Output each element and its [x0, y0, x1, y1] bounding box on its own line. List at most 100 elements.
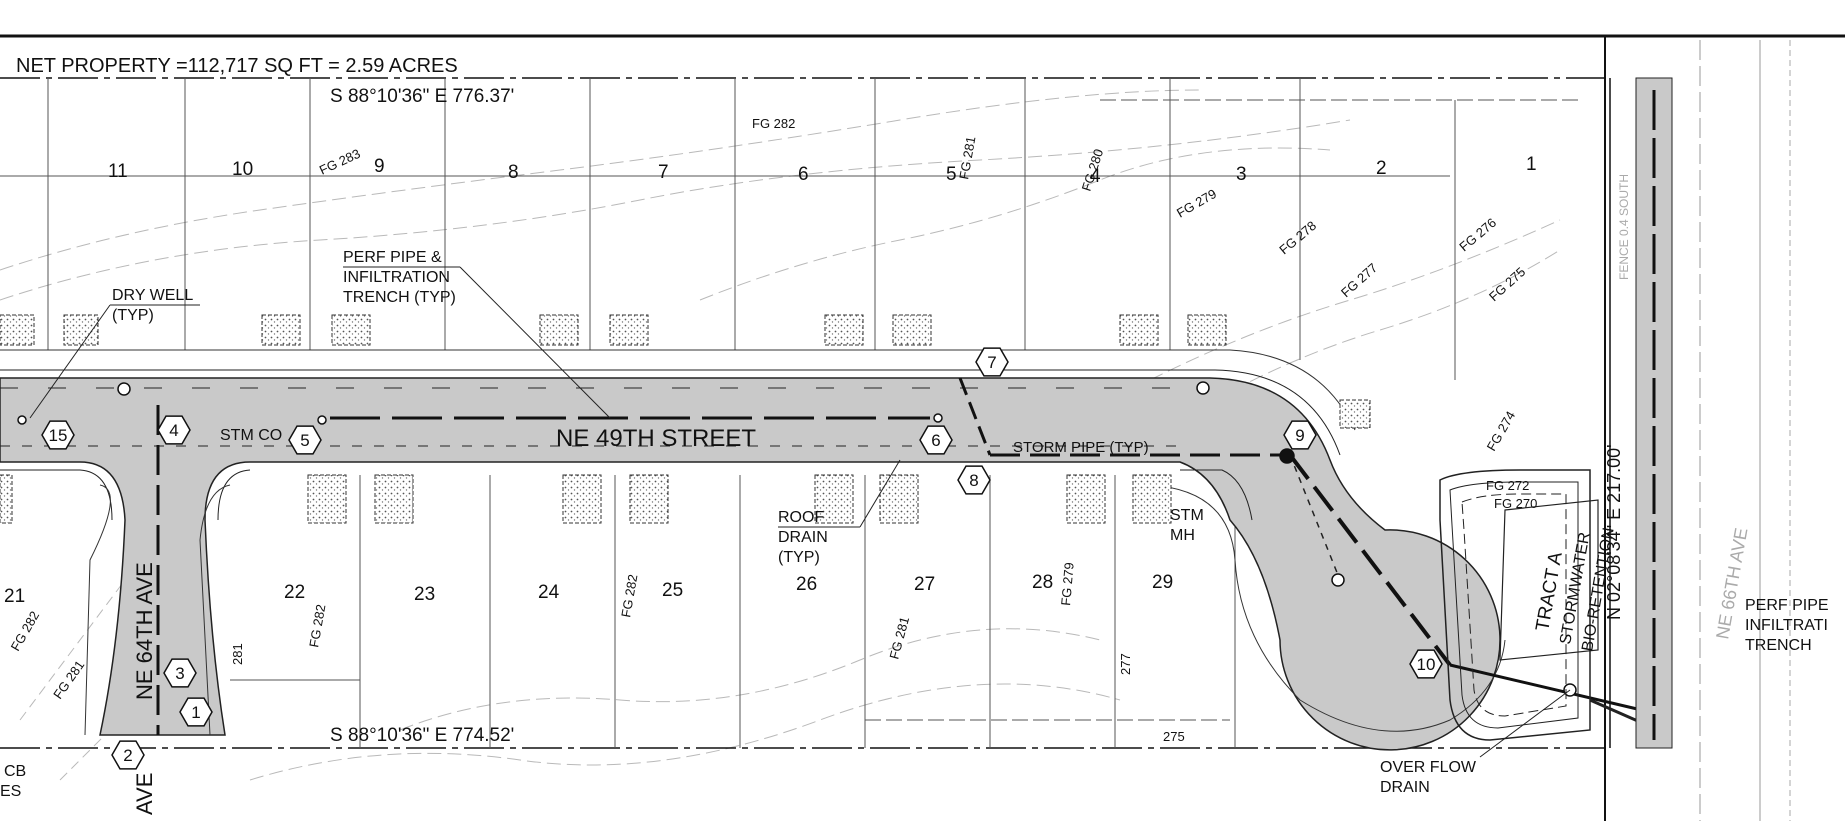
dry-well-label-typ: (TYP): [112, 307, 154, 324]
south-lot-lines: [230, 475, 1236, 748]
perf-pipe-east-label-3: TRENCH: [1745, 637, 1812, 654]
hex-marker-9: 9: [1283, 420, 1317, 450]
lot-number: 2: [1376, 158, 1387, 179]
svg-text:FG 282: FG 282: [752, 116, 795, 131]
lot-number: 24: [538, 582, 560, 603]
svg-text:FG 274: FG 274: [1484, 408, 1519, 453]
lot-number: 25: [662, 580, 683, 601]
lot-number: 1: [1526, 154, 1537, 175]
cleanout-icon: [317, 415, 327, 425]
roof-drain-label-2: DRAIN: [778, 529, 828, 546]
lot-number: 4: [1090, 166, 1101, 187]
perf-pipe-label: PERF PIPE &: [343, 249, 442, 266]
east-trench: [1635, 40, 1791, 821]
street-name-ne49th: NE 49TH STREET: [556, 425, 756, 452]
hex-marker-label: 1: [191, 703, 200, 722]
svg-text:FG 277: FG 277: [1338, 260, 1380, 300]
utility-lines: [0, 377, 1651, 735]
south-bearing-label: S 88°10'36" E 774.52': [330, 725, 514, 746]
perf-pipe-east-label-2: INFILTRATI: [1745, 617, 1828, 634]
hex-marker-2: 2: [111, 740, 145, 770]
manhole-icon: [1331, 573, 1345, 587]
stm-mh-label-2: MH: [1170, 527, 1195, 544]
svg-text:FG 282: FG 282: [618, 573, 640, 618]
svg-text:275: 275: [1163, 729, 1185, 744]
lot-number: 29: [1152, 572, 1173, 593]
perf-pipe-label-3: TRENCH (TYP): [343, 289, 456, 306]
svg-text:FG 281: FG 281: [50, 658, 87, 702]
hex-marker-label: 3: [175, 664, 184, 683]
catch-basin-icon: [1279, 448, 1295, 464]
lot-number: 23: [414, 584, 435, 605]
hex-marker-8: 8: [957, 465, 991, 495]
south-lot-numbers: 21 22 23 24 25 26 27 28 29: [4, 572, 1173, 607]
east-bearing-label: N 02°08'34" E 217.00': [1604, 444, 1624, 620]
lot-number: 5: [946, 164, 957, 185]
overflow-drain-label-2: DRAIN: [1380, 779, 1430, 796]
hex-marker-label: 6: [931, 431, 940, 450]
svg-text:FG 276: FG 276: [1456, 215, 1499, 254]
hex-marker-label: 2: [123, 746, 132, 765]
perf-pipe-east-label: PERF PIPE: [1745, 597, 1829, 614]
north-lot-numbers: 11 10 9 8 7 6 5 4 3 2 1: [108, 154, 1537, 187]
fence-label: FENCE 0.4 SOUTH: [1617, 174, 1631, 280]
svg-text:FG 281: FG 281: [956, 135, 978, 180]
svg-text:FG 282: FG 282: [8, 608, 43, 653]
manhole-icon: [117, 382, 131, 396]
cleanout-icon: [17, 415, 27, 425]
lot-number: 22: [284, 582, 305, 603]
svg-text:FG 275: FG 275: [1486, 264, 1528, 304]
svg-text:FG 270: FG 270: [1494, 496, 1537, 511]
hex-marker-label: 4: [169, 421, 178, 440]
stm-mh-label: STM: [1170, 507, 1204, 524]
svg-text:FG 278: FG 278: [1276, 218, 1319, 257]
lot-number: 21: [4, 586, 25, 607]
roof-drain-label-3: (TYP): [778, 549, 820, 566]
hex-marker-3: 3: [163, 658, 197, 688]
svg-text:FG 279: FG 279: [1058, 562, 1077, 607]
lot-number: 27: [914, 574, 935, 595]
dry-wells: [0, 314, 1371, 524]
perf-pipe-label-2: INFILTRATION: [343, 269, 450, 286]
hex-marker-label: 15: [49, 426, 68, 445]
lot-number: 28: [1032, 572, 1053, 593]
svg-text:FG 272: FG 272: [1486, 478, 1529, 493]
bio-retention-pond: [1439, 469, 1641, 741]
svg-text:FG 282: FG 282: [306, 603, 328, 648]
manhole-icon: [1196, 381, 1210, 395]
lot-number: 10: [232, 159, 253, 180]
lot-number: 7: [658, 162, 669, 183]
lot-number: 26: [796, 574, 817, 595]
dry-well-label: DRY WELL: [112, 287, 193, 304]
es-label: ES: [0, 783, 21, 800]
street-name-ave-partial: AVE: [132, 773, 157, 815]
cleanout-icon: [933, 413, 943, 423]
svg-text:FG 281: FG 281: [886, 615, 912, 661]
street-name-ne64th: NE 64TH AVE: [132, 562, 157, 700]
property-boundary: [0, 77, 1611, 749]
svg-text:FG 280: FG 280: [1079, 147, 1107, 193]
hex-marker-label: 7: [987, 353, 996, 372]
roof-drain-label: ROOF: [778, 509, 824, 526]
lot-number: 11: [108, 161, 128, 182]
road-surface: [0, 349, 1506, 751]
hex-marker-5: 5: [288, 425, 322, 455]
net-property-label: NET PROPERTY =112,717 SQ FT = 2.59 ACRES: [16, 55, 458, 77]
stm-co-label: STM CO: [220, 427, 282, 444]
hex-marker-label: 10: [1417, 655, 1436, 674]
north-lot-lines: [0, 78, 1580, 380]
lot-number: 3: [1236, 164, 1247, 185]
hex-marker-10: 10: [1409, 649, 1443, 679]
overflow-drain-label: OVER FLOW: [1380, 759, 1477, 776]
hex-marker-label: 9: [1295, 426, 1304, 445]
lot-number: 6: [798, 164, 809, 185]
lot-number: 8: [508, 162, 519, 183]
hex-marker-1: 1: [179, 697, 213, 727]
lot-number: 9: [374, 156, 385, 177]
north-bearing-label: S 88°10'36" E 776.37': [330, 86, 514, 107]
hex-marker-4: 4: [157, 415, 191, 445]
hex-marker-label: 5: [300, 431, 309, 450]
storm-pipe-label: STORM PIPE (TYP): [1013, 439, 1149, 456]
